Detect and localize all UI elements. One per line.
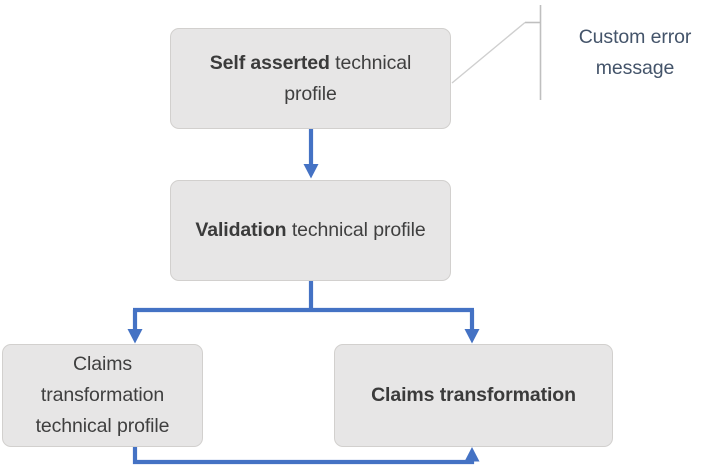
node-claims-transformation-technical-profile[interactable]: Claims transformation technical profile <box>2 344 203 447</box>
node-label-emphasis: Self asserted <box>209 51 330 74</box>
node-label-validation: Validation technical profile <box>183 215 438 246</box>
callout-line-1: Custom error <box>578 26 692 48</box>
node-label-rest: technical profile <box>286 219 426 241</box>
node-validation-technical-profile[interactable]: Validation technical profile <box>170 180 451 281</box>
arrow-validation-to-claims-transformation <box>464 310 480 344</box>
callout-line-2: message <box>595 57 675 79</box>
node-label-self-asserted: Self asserted technical profile <box>183 48 438 110</box>
arrow-validation-branch-bus <box>133 281 474 313</box>
callout-leader-lines <box>451 5 542 100</box>
node-label-emphasis: Validation <box>195 219 287 241</box>
arrow-self-asserted-to-validation <box>303 129 319 179</box>
node-claims-transformation[interactable]: Claims transformation <box>334 344 613 447</box>
callout-custom-error-message: Custom error message <box>556 22 714 84</box>
arrow-validation-to-claims-transformation-technical-profile <box>127 310 143 344</box>
node-self-asserted-technical-profile[interactable]: Self asserted technical profile <box>170 28 451 129</box>
arrow-claims-transformation-technical-profile-to-claims-transformation <box>132 447 480 465</box>
node-label-rest: technical profile <box>284 51 412 105</box>
node-label-claims-transformation-technical-profile: Claims transformation technical profile <box>35 353 170 437</box>
node-label-claims-transformation: Claims transformation <box>371 384 576 406</box>
